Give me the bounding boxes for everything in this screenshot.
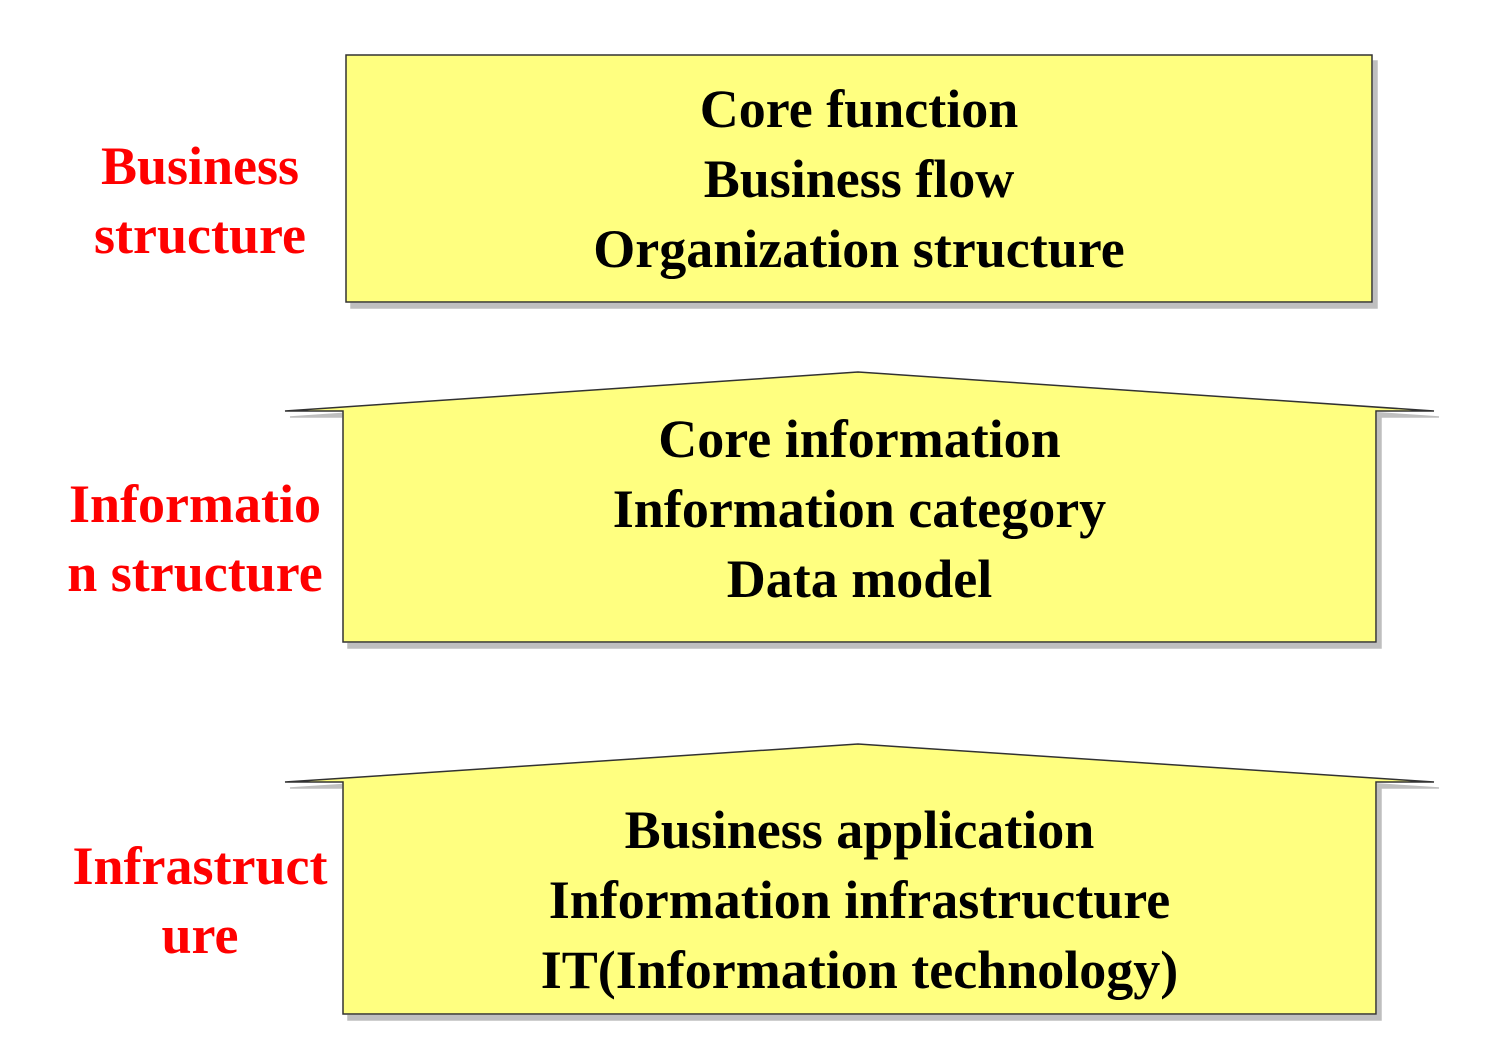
- box-item: Organization structure: [593, 219, 1125, 279]
- box-item: Core information: [658, 409, 1061, 469]
- label-line: structure: [94, 205, 306, 265]
- infrastructure-label: Infrastruct ure: [55, 832, 345, 970]
- box-item: Data model: [726, 549, 993, 609]
- business-structure-label: Business structure: [60, 132, 340, 270]
- information-structure-label: Informatio n structure: [50, 470, 340, 608]
- box-item: Information infrastructure: [548, 870, 1171, 930]
- box-item: Core function: [699, 79, 1019, 139]
- business-structure-box: [345, 54, 1373, 303]
- box-item: Information category: [612, 479, 1107, 539]
- business-structure-items: Core function Business flow Organization…: [346, 74, 1372, 284]
- infrastructure-items: Business application Information infrast…: [343, 795, 1376, 1005]
- box-item: IT(Information technology): [540, 940, 1179, 1000]
- infrastructure-arrow-box: [284, 743, 1435, 1015]
- label-line: n structure: [67, 543, 323, 603]
- label-line: Infrastruct: [72, 836, 328, 896]
- information-structure-arrow-box: [284, 371, 1435, 643]
- information-structure-items: Core information Information category Da…: [343, 404, 1376, 614]
- box-item: Business application: [624, 800, 1095, 860]
- box-item: Business flow: [703, 149, 1015, 209]
- label-line: Business: [100, 136, 300, 196]
- label-line: Informatio: [69, 474, 321, 534]
- label-line: ure: [161, 905, 239, 965]
